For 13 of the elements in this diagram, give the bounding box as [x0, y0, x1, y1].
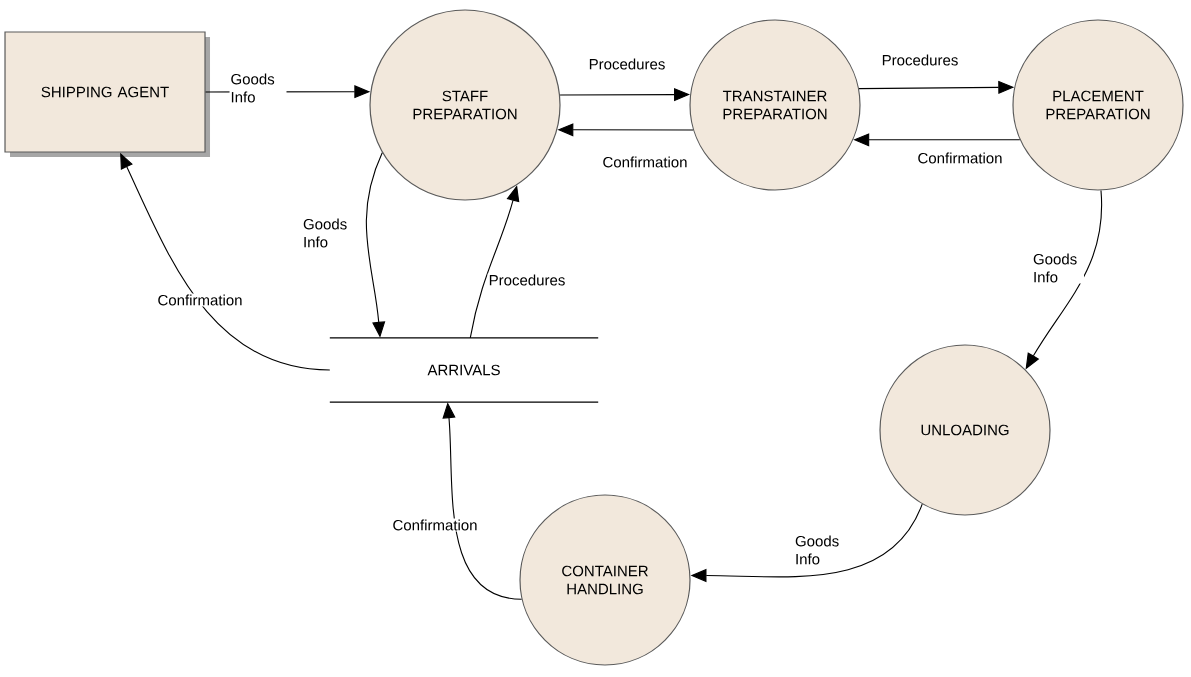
data-store: ARRIVALS: [329, 337, 599, 403]
edge-label: Confirmation: [156, 293, 244, 307]
edge-label: Goods Info: [1032, 252, 1084, 284]
edge-label: Goods Info: [229, 72, 287, 104]
edge-label: Confirmation: [601, 155, 689, 169]
edge-label: Confirmation: [391, 518, 479, 532]
agent-box: SHIPPING AGENT: [4, 31, 210, 157]
edge-label: Procedures: [487, 273, 567, 287]
edge-label: Procedures: [587, 57, 667, 71]
edge-label: Confirmation: [916, 151, 1004, 165]
edge-label: Goods Info: [302, 217, 354, 249]
edge-label: Procedures: [880, 53, 960, 67]
edge-label: Goods Info: [794, 534, 846, 566]
